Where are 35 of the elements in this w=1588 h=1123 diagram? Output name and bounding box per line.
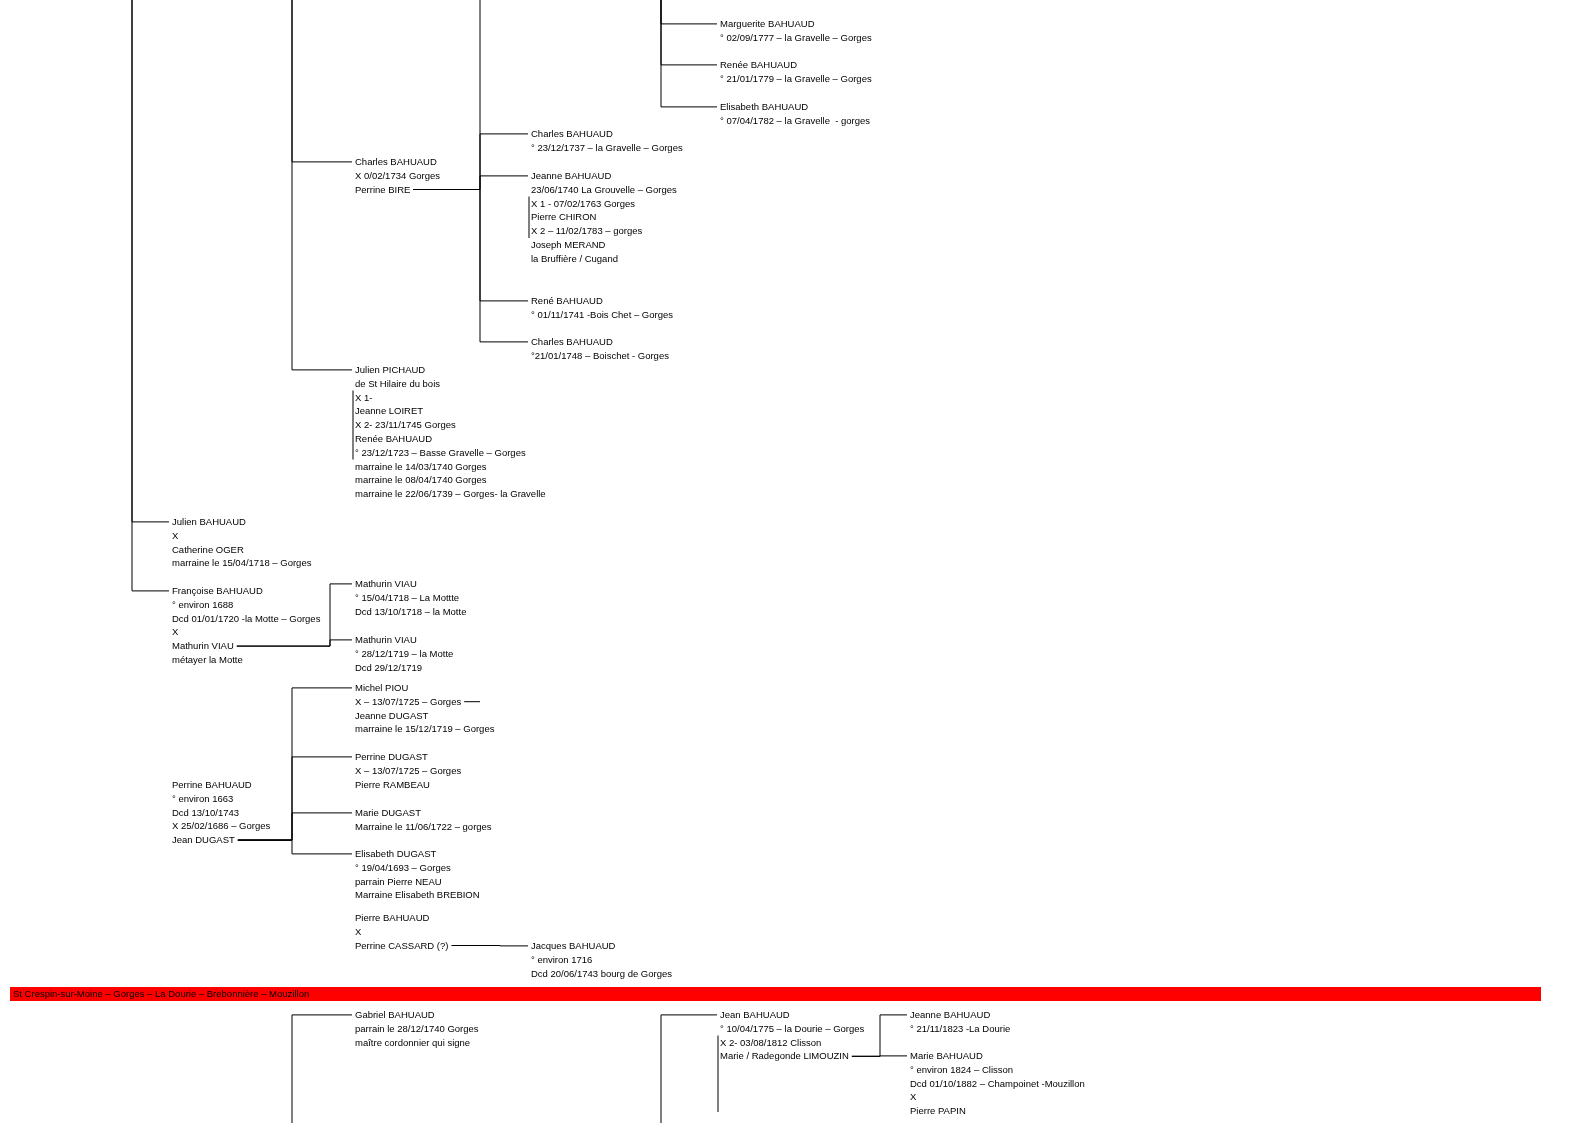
tree-line [463,701,481,703]
tree-line [412,0,481,190]
person-entry: Perrine DUGAST X – 13/07/1725 – Gorges Pierre RAMBEAU [355,750,462,792]
person-entry: Françoise BAHUAUD ° environ 1688 Dcd 01/01/1720 -la Motte – Gorges X Mathurin VIAU métayer la Motte [172,584,321,667]
tree-line [660,1014,718,1123]
person-entry: Jeanne BAHUAUD ° 21/11/1823 -La Dourie [910,1008,1011,1036]
person-entry: Julien PICHAUD de St Hilaire du bois X 1- Jeanne LOIRET X 2- 23/11/1745 Gorges Renée BAHUAUD ° 23/12/1723 – Basse Gravelle – Gorges marraine le 14/03/1740 Gorges marraine le 08/04/1740 Gorges marraine le 22/06/1739 – Gorges- la Gravelle [355,363,546,501]
person-entry: Marie DUGAST Marraine le 11/06/1722 – gorges [355,806,492,834]
person-entry: René BAHUAUD ° 01/11/1741 -Bois Chet – Gorges [531,294,673,322]
tree-line [660,0,718,108]
person-entry: Michel PIOU X – 13/07/1725 – Gorges Jeanne DUGAST marraine le 15/12/1719 – Gorges [355,681,495,737]
location-band: St Crespin-sur-Moine – Gorges – La Dourie – Brebonnière – Mouzillon [10,987,1541,1001]
person-entry: Jacques BAHUAUD ° environ 1716 Dcd 20/06/1743 bourg de Gorges [531,939,672,981]
person-entry: Pierre BAHUAUD X Perrine CASSARD (?) [355,911,449,953]
tree-line [291,0,353,371]
person-entry: Mathurin VIAU ° 28/12/1719 – la Motte Dcd 29/12/1719 [355,633,454,675]
person-entry: Jeanne BAHUAUD 23/06/1740 La Grouvelle – Gorges X 1 - 07/02/1763 Gorges Pierre CHIRON X 2 – 11/02/1783 – gorges Joseph MERAND la Bruffière / Cugand [531,169,677,266]
person-entry: Charles BAHUAUD ° 23/12/1737 – la Gravelle – Gorges [531,127,683,155]
person-entry: Mathurin VIAU ° 15/04/1718 – La Mottte Dcd 13/10/1718 – la Motte [355,577,467,619]
person-entry: Perrine BAHUAUD ° environ 1663 Dcd 13/10/1743 X 25/02/1686 – Gorges Jean DUGAST [172,778,271,847]
tree-line [291,1014,353,1123]
person-entry: Renée BAHUAUD ° 21/01/1779 – la Gravelle – Gorges [720,58,872,86]
tree-line [851,1055,908,1057]
tree-line [450,945,529,947]
tree-line [237,839,353,855]
person-entry: Gabriel BAHUAUD parrain le 28/12/1740 Gorges maître cordonnier qui signe [355,1008,479,1050]
person-entry: Marguerite BAHUAUD ° 02/09/1777 – la Gravelle – Gorges [720,17,872,45]
person-entry: Elisabeth DUGAST ° 19/04/1693 – Gorges parrain Pierre NEAU Marraine Elisabeth BREBION [355,847,480,903]
person-entry: Charles BAHUAUD X 0/02/1734 Gorges Perrine BIRE [355,155,441,197]
person-entry: Marie BAHUAUD ° environ 1824 – Clisson Dcd 01/10/1882 – Champoinet -Mouzillon X Pierre PAPIN [910,1049,1085,1118]
tree-line [236,639,353,647]
person-entry: Charles BAHUAUD °21/01/1748 – Boischet - Gorges [531,335,669,363]
person-entry: Julien BAHUAUD X Catherine OGER marraine le 15/04/1718 – Gorges [172,515,312,571]
person-entry: Jean BAHUAUD ° 10/04/1775 – la Dourie – Gorges X 2- 03/08/1812 Clisson Marie / Radegonde LIMOUZIN [720,1008,865,1064]
person-entry: Elisabeth BAHUAUD ° 07/04/1782 – la Gravelle - gorges [720,100,871,128]
